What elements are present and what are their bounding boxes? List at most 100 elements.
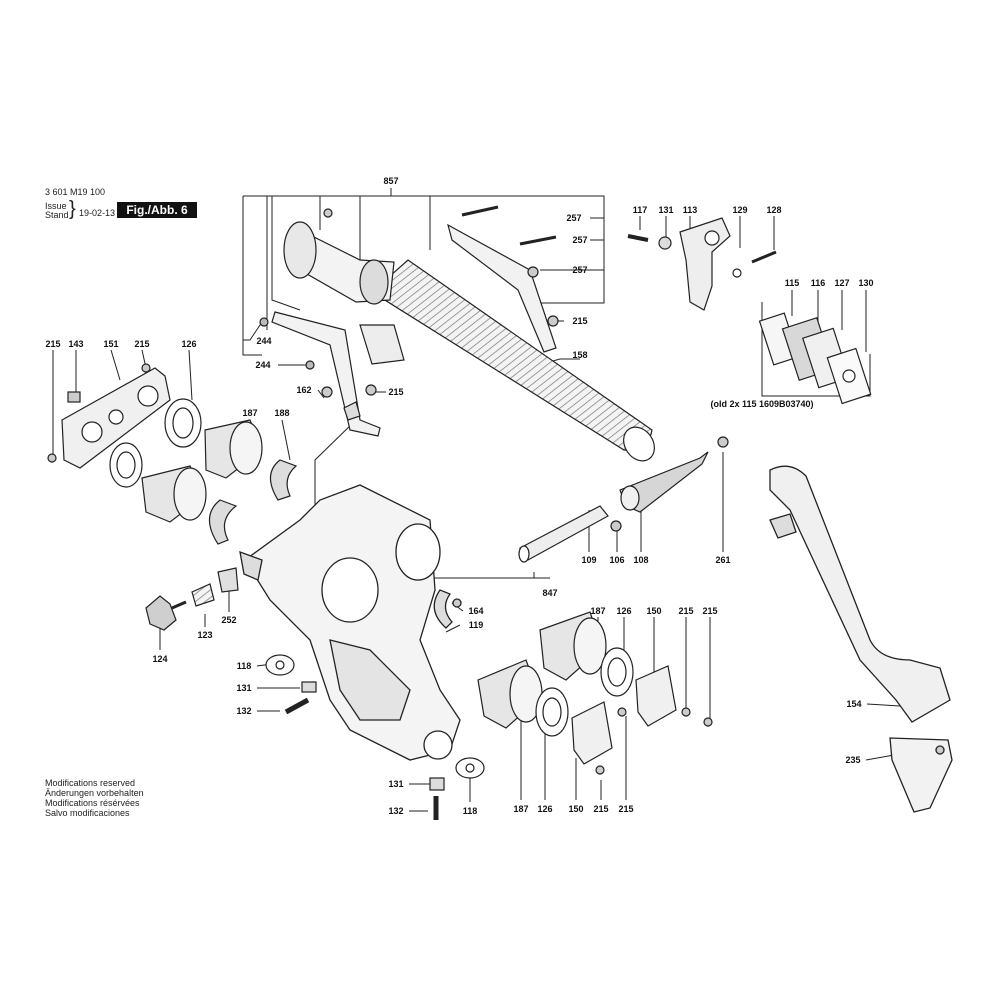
housing-pivot [423,730,453,760]
main-housing [239,484,462,761]
document-number: 3 601 M19 100 [45,187,106,197]
callout-257a: 257 [566,213,581,223]
housing-bore-right [395,523,441,581]
figure-label: Fig./Abb. 6 [117,202,197,218]
callout-119: 119 [469,620,484,630]
callout-244a: 244 [256,336,271,346]
clip-188-left [208,499,238,545]
screw-143 [67,391,81,403]
flexible-hose [371,259,653,451]
shaft-109 [519,505,609,561]
callout-126-b: 126 [537,804,552,814]
note-en: Modifications reserved [45,778,136,788]
callout-127: 127 [834,278,849,288]
nut-244b [305,360,315,370]
callout-261: 261 [715,555,730,565]
screw-164 [452,598,462,608]
callout-244b: 244 [255,360,270,370]
hose-end [623,426,655,462]
nut-131b [429,777,445,791]
callout-131-top: 131 [658,205,673,215]
callout-154: 154 [846,699,861,709]
callout-162: 162 [296,385,311,395]
callout-124: 124 [152,654,167,664]
callout-857: 857 [383,176,398,186]
spring-123 [191,583,215,607]
callout-113: 113 [683,205,698,215]
screw-257c [527,266,539,278]
issue-date: 19-02-13 [79,208,116,218]
screw-106 [610,520,622,532]
callout-215-r1: 215 [678,606,693,616]
callout-109: 109 [581,555,596,565]
clip-188-top [269,459,298,501]
guard-group [769,465,953,813]
note-de: Änderungen vorbehalten [45,788,144,798]
callout-257b: 257 [572,235,587,245]
spring-119 [433,589,453,629]
screw-215-left [47,453,57,463]
issue-label: Issue [45,201,67,211]
callout-150-r: 150 [646,606,661,616]
clip-129 [732,268,742,278]
latch-252 [217,567,239,593]
callout-132b: 132 [388,806,403,816]
guard-154 [769,465,951,723]
callout-130: 130 [858,278,873,288]
screw-162 [321,386,333,398]
callout-118b: 118 [463,806,478,816]
callout-187-top: 187 [242,408,257,418]
callout-131a: 131 [236,683,251,693]
note-es: Salvo modificaciones [45,808,130,818]
screw-261 [717,436,729,448]
callout-150-b: 150 [568,804,583,814]
callout-158: 158 [572,350,587,360]
screw-215-top [547,315,559,327]
callout-129: 129 [732,205,747,215]
callout-108: 108 [633,555,648,565]
callout-117: 117 [633,205,648,215]
callout-128: 128 [766,205,781,215]
screw-257b [519,235,557,246]
callout-118a: 118 [237,661,252,671]
screw-117 [627,234,649,242]
callout-187-r: 187 [590,606,605,616]
callout-116: 116 [811,278,826,288]
callout-252: 252 [221,615,236,625]
rod-assembly [518,436,729,563]
left-plate-group [47,363,298,545]
callout-143: 143 [68,339,83,349]
callout-123: 123 [197,630,212,640]
plate-150-bottom [571,701,613,765]
bolt-132a [284,697,310,715]
dust-hose-assembly [259,205,655,462]
callout-labels: 857 257 257 257 215 158 244 244 162 215 … [45,176,873,816]
pin-128 [751,250,777,264]
plate-150-right [635,665,677,727]
knob-124 [145,595,177,631]
bottom-hardware [265,654,485,820]
modification-notes: Modifications reserved Änderungen vorbeh… [45,778,144,818]
callout-115: 115 [785,278,800,288]
screw-257a [461,205,499,217]
callout-131b: 131 [388,779,403,789]
washer-131-top [658,236,672,250]
clamp-113 [679,217,731,311]
callout-187-b: 187 [513,804,528,814]
nut-244a [259,317,269,327]
housing-bore-left [321,557,379,623]
callout-215-mid: 215 [388,387,403,397]
screw-215-mid [365,384,377,396]
right-roller-group [477,611,713,775]
deflector-235 [889,737,953,813]
issue-brace: } [69,198,76,220]
callout-188: 188 [274,408,289,418]
callout-215-r2: 215 [702,606,717,616]
clamp-group [627,217,872,405]
callout-257c: 257 [572,265,587,275]
nut-131a [301,681,317,693]
callout-215-l2: 215 [134,339,149,349]
note-fr: Modifications résérvées [45,798,140,808]
